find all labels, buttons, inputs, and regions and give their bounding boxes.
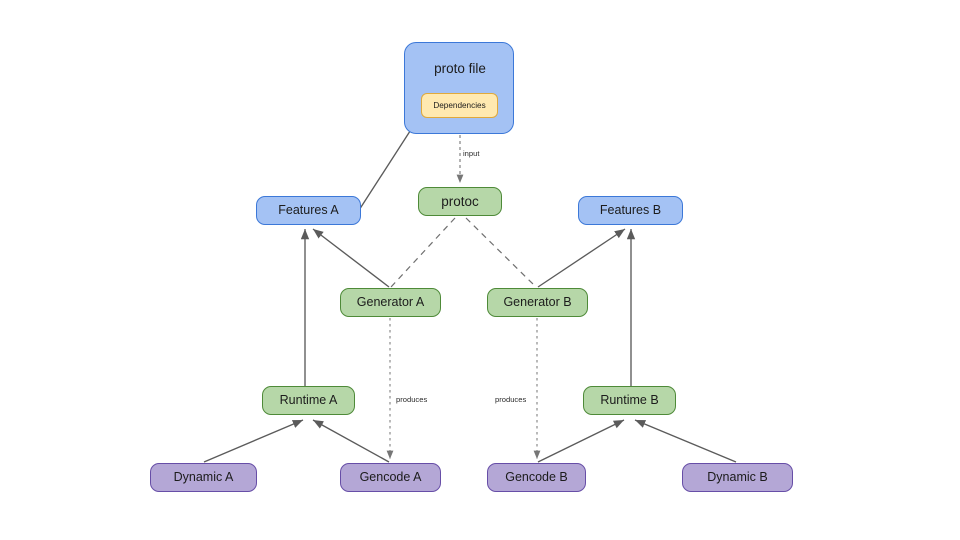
edge-gencode-a-to-runtime-a <box>312 419 390 463</box>
edge-protoc-to-generator-a <box>390 217 456 288</box>
node-runtime-a[interactable]: Runtime A <box>262 386 355 415</box>
node-proto-file-label: proto file <box>434 61 486 76</box>
edge-dynamic-a-to-runtime-a <box>203 419 304 463</box>
edge-label-produces-a: produces <box>396 395 428 404</box>
node-generator-a[interactable]: Generator A <box>340 288 441 317</box>
edge-dynamic-b-to-runtime-b <box>634 419 737 463</box>
node-protoc[interactable]: protoc <box>418 187 502 216</box>
node-dynamic-b[interactable]: Dynamic B <box>682 463 793 492</box>
edge-label-produces-b: produces <box>495 395 527 404</box>
node-features-b[interactable]: Features B <box>578 196 683 225</box>
node-runtime-b[interactable]: Runtime B <box>583 386 676 415</box>
node-proto-file[interactable]: proto file <box>404 42 514 134</box>
edge-protoc-to-generator-b <box>465 217 537 288</box>
node-gencode-b[interactable]: Gencode B <box>487 463 586 492</box>
node-dependencies[interactable]: Dependencies <box>421 93 498 118</box>
node-features-a[interactable]: Features A <box>256 196 361 225</box>
node-dynamic-a[interactable]: Dynamic A <box>150 463 257 492</box>
edge-generator-a-to-features-a <box>312 228 390 288</box>
edge-label-input: input <box>463 149 480 158</box>
node-generator-b[interactable]: Generator B <box>487 288 588 317</box>
edge-generator-b-to-features-b <box>537 228 626 288</box>
edge-gencode-b-to-runtime-b <box>537 419 625 463</box>
node-gencode-a[interactable]: Gencode A <box>340 463 441 492</box>
